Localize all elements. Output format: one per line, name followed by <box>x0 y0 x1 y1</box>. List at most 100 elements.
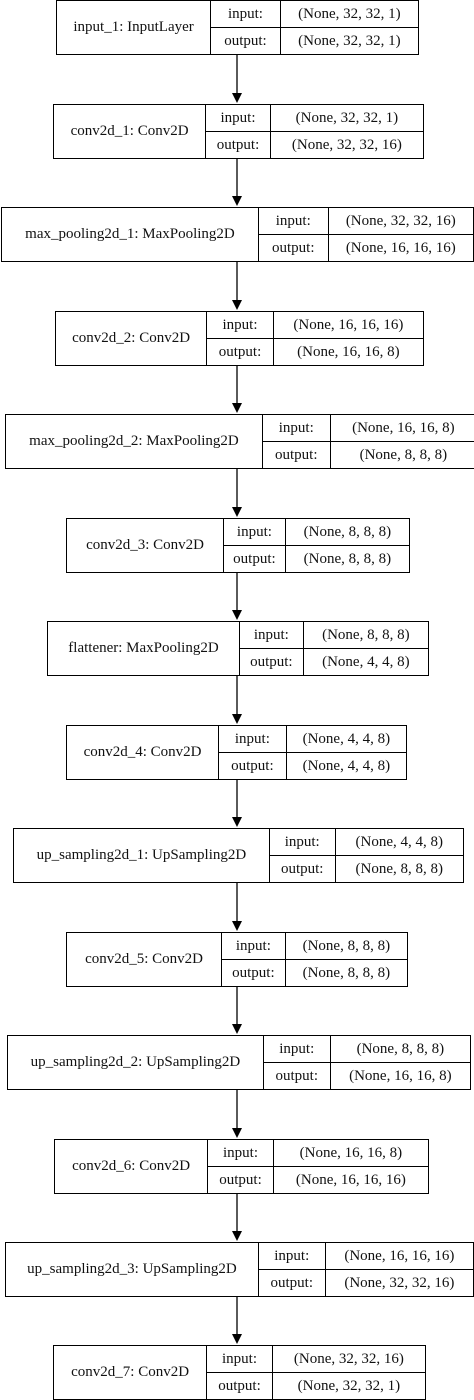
output-label: output: <box>250 653 293 670</box>
io-labels: input:output: <box>262 415 331 468</box>
io-values: (None, 8, 8, 8) (None, 4, 4, 8) <box>303 622 428 675</box>
layer-name: up_sampling2d_3: UpSampling2D <box>6 1243 259 1296</box>
input-label: input: <box>207 1346 272 1373</box>
output-shape: (None, 16, 16, 8) <box>297 343 400 360</box>
io-values: (None, 4, 4, 8)(None, 4, 4, 8) <box>286 726 406 779</box>
output-shape: (None, 8, 8, 8) <box>355 860 444 877</box>
arrowhead-icon <box>232 403 242 413</box>
layer-name: flattener: MaxPooling2D <box>48 622 240 675</box>
input-label: input: <box>208 1140 273 1167</box>
input-label: input: <box>263 1036 330 1063</box>
arrowhead-icon <box>232 921 242 931</box>
arrowhead-icon <box>232 1334 242 1344</box>
io-labels: input: output: <box>224 519 286 572</box>
output-shape: (None, 16, 16, 16) <box>345 239 456 256</box>
io-labels: input: output: <box>258 208 329 261</box>
io-values: (None, 16, 16, 16)(None, 16, 16, 8) <box>273 312 423 365</box>
output-shape: (None, 8, 8, 8) <box>303 550 392 567</box>
output-shape: (None, 8, 8, 8) <box>302 964 391 981</box>
output-label: output: <box>272 239 315 256</box>
input-shape: (None, 4, 4, 8) <box>335 829 463 856</box>
layer-name: up_sampling2d_2: UpSampling2D <box>8 1036 264 1089</box>
layer-name: max_pooling2d_1: MaxPooling2D <box>2 208 259 261</box>
input-shape: (None, 8, 8, 8) <box>303 622 428 649</box>
io-values: (None, 8, 8, 8)(None, 8, 8, 8) <box>285 519 409 572</box>
arrowhead-icon <box>232 714 242 724</box>
io-values: (None, 32, 32, 16)(None, 16, 16, 16) <box>328 208 473 261</box>
input-label: input: <box>222 933 285 960</box>
input-label: input: <box>258 1243 325 1270</box>
layer-name: conv2d_5: Conv2D <box>67 933 223 986</box>
io-labels: input:output: <box>222 933 286 986</box>
arrowhead-icon <box>232 1231 242 1241</box>
layer-name: conv2d_1: Conv2D <box>54 105 207 158</box>
io-values: (None, 16, 16, 8) (None, 8, 8, 8) <box>330 415 474 468</box>
input-shape: (None, 16, 16, 8) <box>330 415 474 442</box>
layer-name: conv2d_6: Conv2D <box>55 1140 209 1193</box>
layer-name: conv2d_2: Conv2D <box>56 312 208 365</box>
layer-name: conv2d_7: Conv2D <box>54 1346 208 1399</box>
io-labels: input: output: <box>211 1 281 54</box>
input-label: input: <box>258 208 328 235</box>
output-shape: (None, 4, 4, 8) <box>322 653 410 670</box>
arrowhead-icon <box>232 610 242 620</box>
input-shape: (None, 8, 8, 8) <box>285 933 407 960</box>
input-label: input: <box>269 829 335 856</box>
arrowhead-icon <box>232 1024 242 1034</box>
output-shape: (None, 32, 32, 16) <box>291 136 402 153</box>
layer-name: max_pooling2d_2: MaxPooling2D <box>6 415 263 468</box>
input-shape: (None, 32, 32, 16) <box>272 1346 425 1373</box>
output-shape: (None, 32, 32, 1) <box>298 32 401 49</box>
output-label: output: <box>218 343 262 360</box>
layer-name: input_1: InputLayer <box>57 1 212 54</box>
output-shape: (None, 32, 32, 16) <box>344 1274 455 1291</box>
io-labels: input: output: <box>258 1243 326 1296</box>
output-label: output: <box>280 860 324 877</box>
output-label: output: <box>224 32 267 49</box>
output-label: output: <box>270 1274 314 1291</box>
io-values: (None, 32, 32, 1) (None, 32, 32, 16) <box>270 105 423 158</box>
input-shape: (None, 8, 8, 8) <box>330 1036 471 1063</box>
input-label: input: <box>219 726 286 753</box>
io-labels: input:output: <box>240 622 304 675</box>
input-shape: (None, 32, 32, 1) <box>280 1 418 28</box>
input-label: input: <box>207 312 273 339</box>
input-shape: (None, 16, 16, 16) <box>325 1243 473 1270</box>
io-values: (None, 4, 4, 8) (None, 8, 8, 8) <box>335 829 463 882</box>
output-label: output: <box>233 550 276 567</box>
arrowhead-icon <box>232 817 242 827</box>
layer-name: conv2d_4: Conv2D <box>67 726 220 779</box>
layer-name: up_sampling2d_1: UpSampling2D <box>14 829 270 882</box>
io-values: (None, 32, 32, 16)(None, 32, 32, 1) <box>272 1346 425 1399</box>
input-label: input: <box>262 415 330 442</box>
output-label: output: <box>218 1377 261 1394</box>
output-shape: (None, 8, 8, 8) <box>359 446 448 463</box>
arrowhead-icon <box>232 507 242 517</box>
input-label: input: <box>211 1 280 28</box>
input-shape: (None, 32, 32, 1) <box>270 105 423 132</box>
io-values: (None, 32, 32, 1) (None, 32, 32, 1) <box>280 1 418 54</box>
output-shape: (None, 16, 16, 16) <box>295 1171 406 1188</box>
input-label: input: <box>224 519 285 546</box>
input-shape: (None, 4, 4, 8) <box>286 726 406 753</box>
input-shape: (None, 16, 16, 8) <box>273 1140 428 1167</box>
output-label: output: <box>219 1171 262 1188</box>
io-values: (None, 8, 8, 8) (None, 8, 8, 8) <box>285 933 407 986</box>
output-label: output: <box>275 1067 319 1084</box>
io-labels: input:output: <box>206 105 271 158</box>
output-label: output: <box>216 136 260 153</box>
arrowhead-icon <box>232 196 242 206</box>
